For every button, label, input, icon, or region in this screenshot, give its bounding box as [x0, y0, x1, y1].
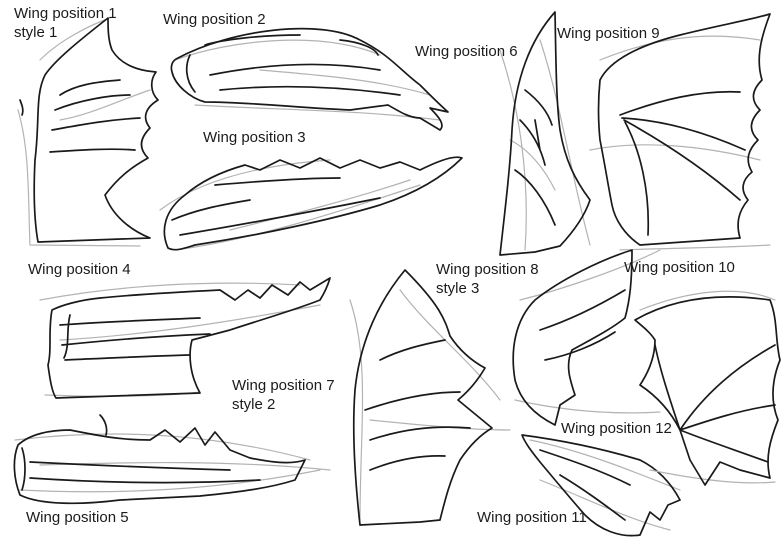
wing-label-1: Wing position 1 style 1 [14, 4, 117, 42]
wing-sketch-4 [39, 277, 331, 399]
wing-sketch-11 [521, 434, 681, 537]
wing-label-8-line-2: style 3 [436, 280, 480, 297]
wing-sketch-5 [13, 414, 331, 505]
wing-label-4: Wing position 4 [28, 260, 131, 279]
wing-label-9: Wing position 9 [557, 24, 660, 43]
wing-sketch-7 [349, 269, 511, 526]
wing-label-3: Wing position 3 [203, 128, 306, 147]
wing-sketch-9 [589, 13, 771, 251]
wing-label-8: Wing position 8 style 3 [436, 260, 539, 298]
wing-label-10: Wing position 10 [624, 258, 735, 277]
wing-label-7-line-2: style 2 [232, 396, 276, 413]
wing-label-2-line-1: Wing position 2 [163, 11, 266, 28]
wing-sketch-3 [159, 156, 463, 251]
wing-sketch-10 [512, 249, 661, 426]
wing-label-6-line-1: Wing position 6 [415, 43, 518, 60]
wing-label-12: Wing position 12 [561, 419, 672, 438]
wing-label-8-line-1: Wing position 8 [436, 261, 539, 278]
wing-label-5-line-1: Wing position 5 [26, 509, 129, 526]
wing-label-7: Wing position 7 style 2 [232, 376, 335, 414]
wing-label-12-line-1: Wing position 12 [561, 420, 672, 437]
wing-label-9-line-1: Wing position 9 [557, 25, 660, 42]
wing-sketch-6 [499, 11, 591, 256]
wing-label-1-line-2: style 1 [14, 24, 58, 41]
wing-sketch-2 [170, 27, 449, 131]
wing-label-5: Wing position 5 [26, 508, 129, 527]
wing-sketch-1 [17, 17, 159, 247]
wing-label-10-line-1: Wing position 10 [624, 259, 735, 276]
wing-label-3-line-1: Wing position 3 [203, 129, 306, 146]
wing-label-4-line-1: Wing position 4 [28, 261, 131, 278]
wing-label-11: Wing position 11 [477, 508, 587, 527]
wing-label-11-line-1: Wing position 11 [477, 509, 587, 526]
wing-label-7-line-1: Wing position 7 [232, 377, 335, 394]
wing-label-2: Wing position 2 [163, 10, 266, 29]
wing-sketch-12 [634, 290, 781, 486]
wing-label-6: Wing position 6 [415, 42, 518, 61]
wing-label-1-line-1: Wing position 1 [14, 5, 117, 22]
